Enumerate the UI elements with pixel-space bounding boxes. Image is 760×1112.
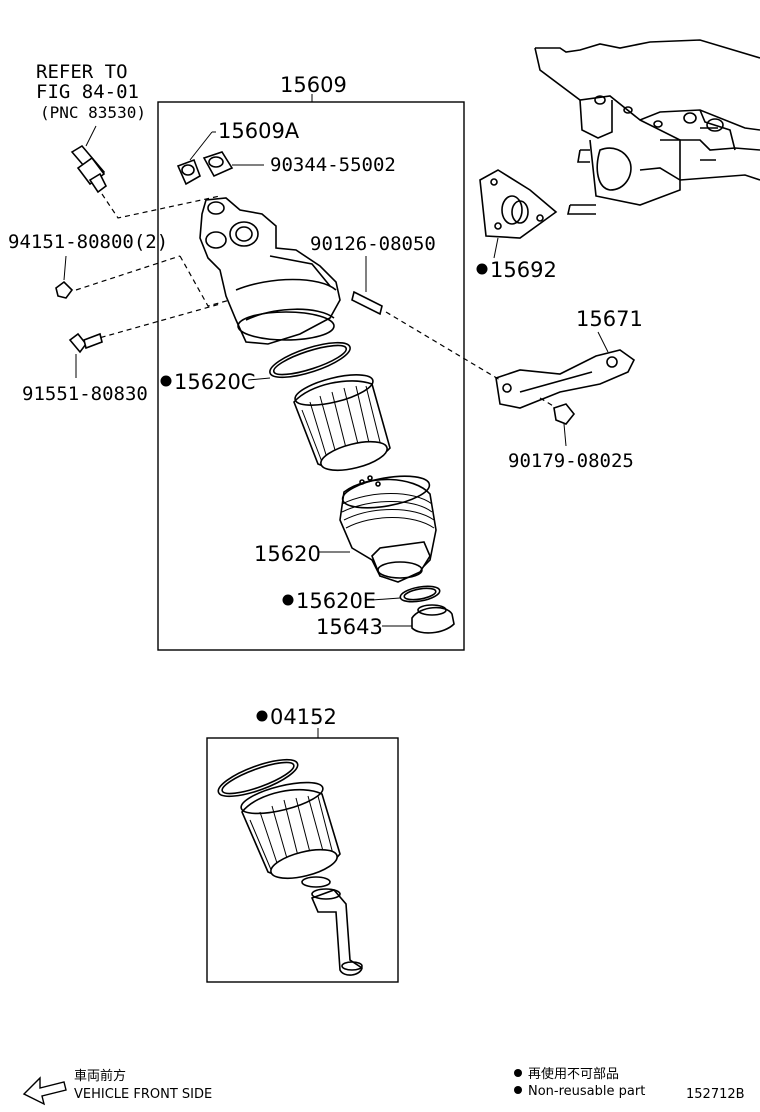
filter-element-drawing [293, 374, 391, 472]
non-reusable-marker-15620E [282, 594, 294, 606]
filter-housing-drawing [199, 197, 341, 345]
assembly-box-04152 [206, 737, 399, 983]
plug-15609A-drawing [176, 131, 216, 186]
part-label-90179-08025[interactable]: 90179-08025 [508, 450, 634, 472]
drain-plug-15643-drawing [382, 604, 455, 634]
figure-id: 152712B [686, 1087, 745, 1102]
refer-text-line1: REFER TO [36, 61, 128, 83]
front-side-en: VEHICLE FRONT SIDE [74, 1087, 212, 1102]
nut-94151-drawing [55, 255, 74, 299]
front-side-jp: 車両前方 [74, 1068, 126, 1084]
assembly-box-15609 [157, 101, 465, 651]
nut-90179-drawing [553, 403, 576, 447]
legend-bullet-2 [514, 1086, 522, 1094]
vehicle-front-arrow-icon [22, 1076, 67, 1106]
o-ring-15620C-drawing [247, 341, 351, 381]
part-label-90126-08050[interactable]: 90126-08050 [310, 233, 436, 255]
stud-90126-drawing [351, 256, 383, 316]
bolt-91551-drawing [68, 332, 103, 378]
non-reusable-marker-15620C [160, 375, 172, 387]
part-label-90344-55002[interactable]: 90344-55002 [270, 154, 396, 176]
non-reusable-marker-04152 [256, 710, 268, 722]
oil-pressure-sensor-drawing [70, 125, 108, 194]
part-label-15671[interactable]: 15671 [576, 307, 643, 331]
part-label-15609[interactable]: 15609 [280, 73, 347, 97]
part-label-15620[interactable]: 15620 [254, 542, 321, 566]
refer-text-line3: (PNC 83530) [40, 103, 146, 122]
legend-bullet-1 [514, 1069, 522, 1077]
gasket-15692-drawing [479, 169, 558, 259]
part-label-15692[interactable]: 15692 [490, 258, 557, 282]
refer-text-line2: FIG 84-01 [36, 81, 139, 103]
part-label-15620E[interactable]: 15620E [296, 589, 376, 613]
part-label-04152[interactable]: 04152 [270, 705, 337, 729]
o-ring-15620E-drawing [371, 585, 441, 603]
nonreusable-jp: 再使用不可部品 [528, 1066, 619, 1082]
part-label-15609A[interactable]: 15609A [218, 119, 300, 143]
plug-90344-drawing [202, 151, 264, 178]
part-label-15643[interactable]: 15643 [316, 615, 383, 639]
non-reusable-marker-15692 [476, 263, 488, 275]
engine-block-drawing [534, 39, 760, 215]
element-kit-04152-drawing [217, 758, 363, 976]
nonreusable-en: Non-reusable part [528, 1084, 645, 1099]
part-label-15620C[interactable]: 15620C [174, 370, 255, 394]
part-label-94151-80800[interactable]: 94151-80800(2) [8, 231, 168, 253]
bracket-15671-drawing [495, 331, 636, 409]
part-label-91551-80830[interactable]: 91551-80830 [22, 383, 148, 405]
filter-cap-15620-drawing [318, 475, 437, 583]
